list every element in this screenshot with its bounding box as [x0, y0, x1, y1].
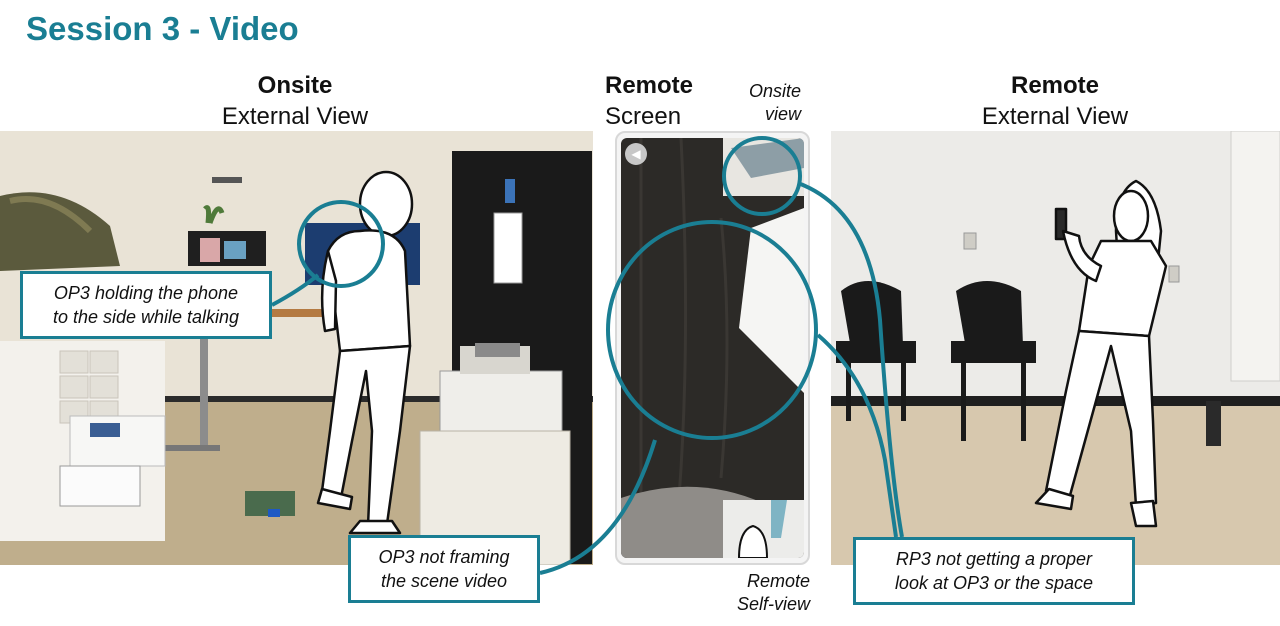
page-title: Session 3 - Video [26, 10, 299, 47]
onsite-view-label: Onsite view [715, 80, 801, 126]
onsite-header-bold: Onsite [257, 72, 333, 99]
callout-look-line1: RP3 not getting a proper [895, 549, 1093, 569]
callout-framing-line1: OP3 not framing [378, 547, 510, 567]
onsite-view-label-line1: Onsite [748, 81, 801, 101]
callout-look-line2: look at OP3 or the space [894, 573, 1094, 593]
self-view-label-line2: Self-view [736, 594, 810, 614]
callout-holding-line1: OP3 holding the phone [53, 283, 239, 303]
back-arrow-icon[interactable]: ◀ [625, 143, 647, 165]
onsite-column-header: Onsite External View [190, 70, 400, 132]
remote-header-bold: Remote [1010, 72, 1100, 99]
remote-external-photo [831, 131, 1280, 565]
self-view-label: Remote Self-view [700, 570, 810, 616]
callout-holding-line2: to the side while talking [52, 307, 240, 327]
remote-screen-header-regular: Screen [605, 103, 682, 130]
remote-column-header: Remote External View [950, 70, 1160, 132]
callout-proper-look: RP3 not getting a proper look at OP3 or … [853, 537, 1135, 605]
remote-screen-header-bold: Remote [605, 72, 694, 99]
callout-not-framing: OP3 not framing the scene video [348, 535, 540, 603]
onsite-header-regular: External View [221, 103, 369, 130]
onsite-external-photo [0, 131, 593, 565]
callout-holding-phone: OP3 holding the phone to the side while … [20, 271, 272, 339]
remote-screen-video [621, 138, 804, 558]
remote-header-regular: External View [981, 103, 1129, 130]
onsite-view-label-line2: view [764, 104, 801, 124]
remote-screen-column-header: Remote Screen [605, 70, 725, 132]
callout-framing-line2: the scene video [380, 571, 508, 591]
self-view-label-line1: Remote [746, 571, 810, 591]
